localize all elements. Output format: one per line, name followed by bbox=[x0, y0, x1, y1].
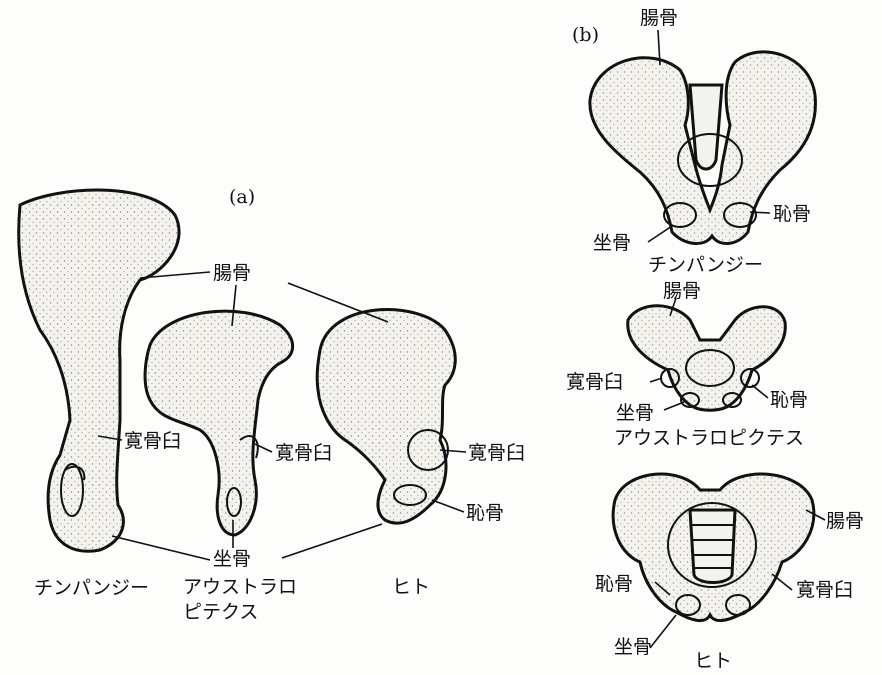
caption-a-australopithecus-line1: アウストラロ bbox=[183, 577, 297, 597]
human-pelvis-front bbox=[613, 474, 814, 621]
label-b-australopithecus-ilium: 腸骨 bbox=[663, 281, 701, 301]
label-a-acetabulum-chimp: 寛骨臼 bbox=[124, 431, 181, 451]
label-b-human-ilium: 腸骨 bbox=[826, 511, 864, 531]
label-b-australopithecus-pubis: 恥骨 bbox=[770, 390, 808, 410]
australopithecus-hipbone-side bbox=[145, 311, 293, 535]
label-b-australopithecus-acetabulum: 寛骨臼 bbox=[566, 372, 623, 392]
label-b-human-pubis: 恥骨 bbox=[595, 574, 633, 594]
label-b-chimp-pubis: 恥骨 bbox=[773, 204, 811, 224]
australopithecus-pelvis-front bbox=[628, 306, 786, 411]
label-b-human-acetabulum: 寛骨臼 bbox=[796, 580, 853, 600]
caption-a-chimpanzee: チンパンジー bbox=[34, 578, 149, 598]
label-b-chimp-ischium: 坐骨 bbox=[593, 233, 631, 253]
caption-b-human: ヒト bbox=[694, 651, 732, 671]
label-b-human-ischium: 坐骨 bbox=[614, 637, 652, 657]
label-a-acetabulum-australopithecus: 寛骨臼 bbox=[275, 443, 332, 463]
caption-b-chimpanzee: チンパンジー bbox=[648, 255, 763, 275]
label-a-ischium: 坐骨 bbox=[213, 549, 251, 569]
caption-b-australopithecus: アウストラロピクテス bbox=[614, 428, 804, 448]
label-a-ilium: 腸骨 bbox=[213, 263, 251, 283]
label-a-pubis: 恥骨 bbox=[466, 503, 504, 523]
label-b-australopithecus-ischium: 坐骨 bbox=[616, 403, 654, 423]
caption-a-human: ヒト bbox=[392, 577, 430, 597]
panel-label-b: (b) bbox=[572, 24, 599, 46]
human-hipbone-side bbox=[317, 310, 455, 524]
panel-label-a: (a) bbox=[229, 186, 255, 208]
label-a-acetabulum-human: 寛骨臼 bbox=[468, 443, 525, 463]
label-b-chimp-ilium: 腸骨 bbox=[640, 8, 678, 28]
caption-a-australopithecus-line2: ピテクス bbox=[183, 602, 258, 622]
